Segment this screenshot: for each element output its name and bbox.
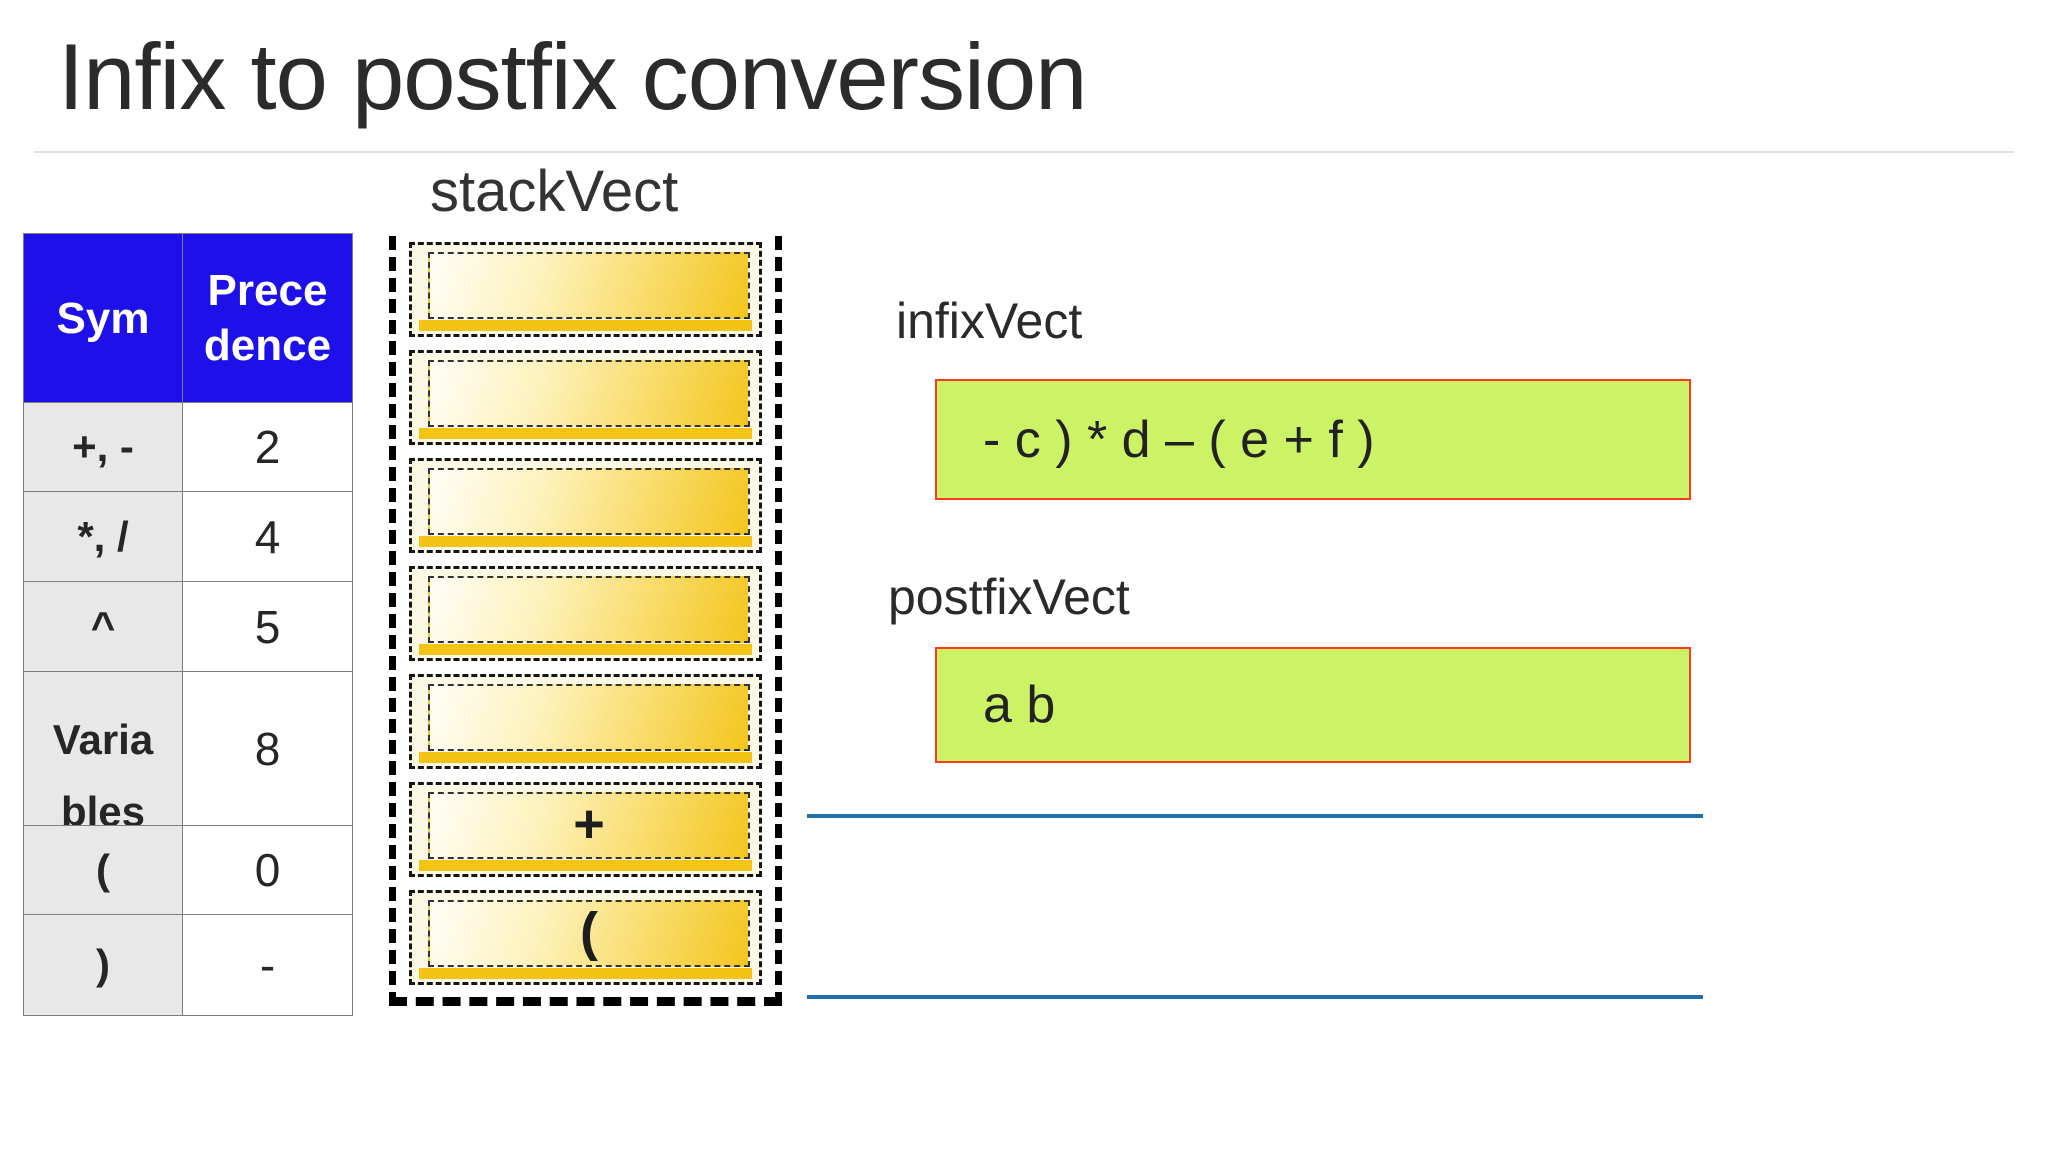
stack-slot-edge (419, 644, 752, 655)
stack-slot: ( (409, 890, 762, 985)
stack-slot-edge (419, 320, 752, 331)
page-title: Infix to postfix conversion (58, 24, 1087, 129)
title-divider (34, 151, 2014, 153)
stack-slot (409, 674, 762, 769)
stack-slot (409, 242, 762, 337)
stack-slot-value: ( (580, 901, 598, 962)
table-cell-precedence: 2 (183, 403, 352, 491)
table-cell-sym: +, - (24, 403, 182, 491)
table-cell-sym: ( (24, 826, 182, 914)
result-underline-top (807, 814, 1703, 818)
stack-container: + ( (389, 236, 782, 1006)
stack-slot-face (428, 576, 750, 643)
table-cell-sym: ) (24, 915, 182, 1015)
postfix-vector-label: postfixVect (888, 569, 1130, 625)
stack-label: stackVect (430, 159, 679, 224)
table-header-sym: Sym (24, 234, 182, 402)
stack-slot-face (428, 360, 750, 427)
stack-slot-edge (419, 536, 752, 547)
table-cell-sym: Variables (24, 672, 182, 825)
table-cell-precedence: 4 (183, 492, 352, 581)
stack-slot (409, 350, 762, 445)
infix-vector-value: - c ) * d – ( e + f ) (983, 410, 1375, 469)
table-cell-precedence: 5 (183, 582, 352, 671)
table-header-precedence: Precedence (183, 234, 352, 402)
precedence-table: Sym Precedence +, - 2 *, / 4 ^ 5 Variabl… (23, 233, 353, 1016)
stack-slot-edge (419, 428, 752, 439)
table-cell-precedence: 8 (183, 672, 352, 825)
stack-slot-edge (419, 752, 752, 763)
stack-slot (409, 458, 762, 553)
table-cell-sym: *, / (24, 492, 182, 581)
infix-vector-box: - c ) * d – ( e + f ) (935, 379, 1691, 500)
table-cell-precedence: - (183, 915, 352, 1015)
stack-slot (409, 566, 762, 661)
stack-slot-face (428, 684, 750, 751)
stack-slot-edge (419, 968, 752, 979)
postfix-vector-box: a b (935, 647, 1691, 763)
stack-slot-edge (419, 860, 752, 871)
stack-slot-face: ( (428, 900, 750, 967)
result-underline-bottom (807, 995, 1703, 999)
stack-slot-face (428, 252, 750, 319)
stack-slot-face: + (428, 792, 750, 859)
table-cell-sym: ^ (24, 582, 182, 671)
stack-slot-face (428, 468, 750, 535)
table-cell-precedence: 0 (183, 826, 352, 914)
infix-vector-label: infixVect (896, 293, 1083, 349)
postfix-vector-value: a b (983, 676, 1056, 734)
stack-slot-value: + (573, 793, 605, 854)
stack-slot: + (409, 782, 762, 877)
